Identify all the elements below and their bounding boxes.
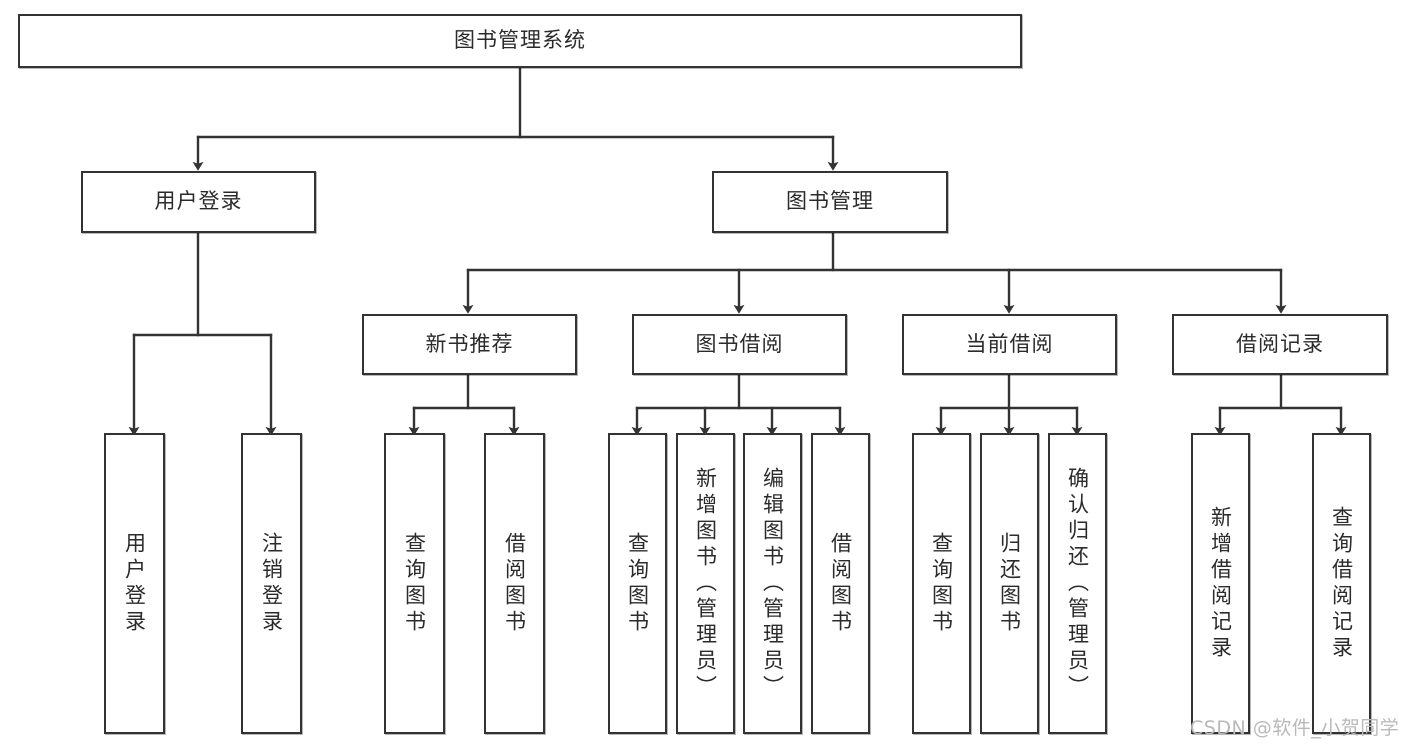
node-borrow-record[interactable]: 借阅记录 [1172, 314, 1388, 375]
node-label: 用户登录 [154, 189, 243, 214]
node-label: 归还图书 [997, 531, 1022, 636]
node-label: 借阅记录 [1236, 331, 1324, 356]
leaf-logout-login[interactable]: 注销登录 [241, 433, 302, 734]
node-root-system[interactable]: 图书管理系统 [18, 14, 1022, 68]
node-current-borrow[interactable]: 当前借阅 [902, 314, 1117, 375]
leaf-add-book[interactable]: 新增图书（管理员） [676, 433, 735, 734]
leaf-borrow-book[interactable]: 借阅图书 [811, 433, 870, 734]
node-label: 编辑图书（管理员） [760, 466, 785, 701]
node-label: 借阅图书 [828, 531, 853, 636]
leaf-query-book-recommend[interactable]: 查询图书 [384, 433, 445, 734]
node-label: 查询图书 [402, 531, 427, 636]
leaf-borrow-book-recommend[interactable]: 借阅图书 [484, 433, 545, 734]
leaf-add-borrow-record[interactable]: 新增借阅记录 [1191, 433, 1250, 734]
node-label: 借阅图书 [502, 531, 527, 636]
leaf-query-borrow-record[interactable]: 查询借阅记录 [1312, 433, 1371, 734]
node-label: 新增图书（管理员） [693, 466, 718, 701]
node-label: 图书管理 [786, 189, 874, 214]
node-label: 用户登录 [122, 531, 147, 636]
node-label: 图书管理系统 [454, 28, 586, 53]
leaf-confirm-return[interactable]: 确认归还（管理员） [1048, 433, 1107, 734]
leaf-user-login[interactable]: 用户登录 [104, 433, 165, 734]
node-label: 查询图书 [625, 531, 650, 636]
watermark-csdn: CSDN @软件_小贺同学 [1190, 717, 1400, 739]
node-label: 新书推荐 [425, 331, 514, 356]
leaf-return-book[interactable]: 归还图书 [980, 433, 1039, 734]
node-label: 当前借阅 [965, 331, 1054, 356]
node-book-management[interactable]: 图书管理 [712, 171, 948, 233]
leaf-query-book-current[interactable]: 查询图书 [912, 433, 971, 734]
node-label: 注销登录 [259, 531, 284, 636]
leaf-edit-book[interactable]: 编辑图书（管理员） [743, 433, 802, 734]
node-label: 确认归还（管理员） [1065, 466, 1090, 701]
node-new-book-recommend[interactable]: 新书推荐 [362, 314, 577, 375]
node-label: 新增借阅记录 [1208, 505, 1233, 662]
leaf-query-book-borrow[interactable]: 查询图书 [608, 433, 667, 734]
node-user-login[interactable]: 用户登录 [81, 171, 316, 233]
node-label: 图书借阅 [695, 331, 784, 356]
node-label: 查询借阅记录 [1329, 505, 1354, 662]
node-book-borrow[interactable]: 图书借阅 [632, 314, 847, 375]
node-label: 查询图书 [929, 531, 954, 636]
